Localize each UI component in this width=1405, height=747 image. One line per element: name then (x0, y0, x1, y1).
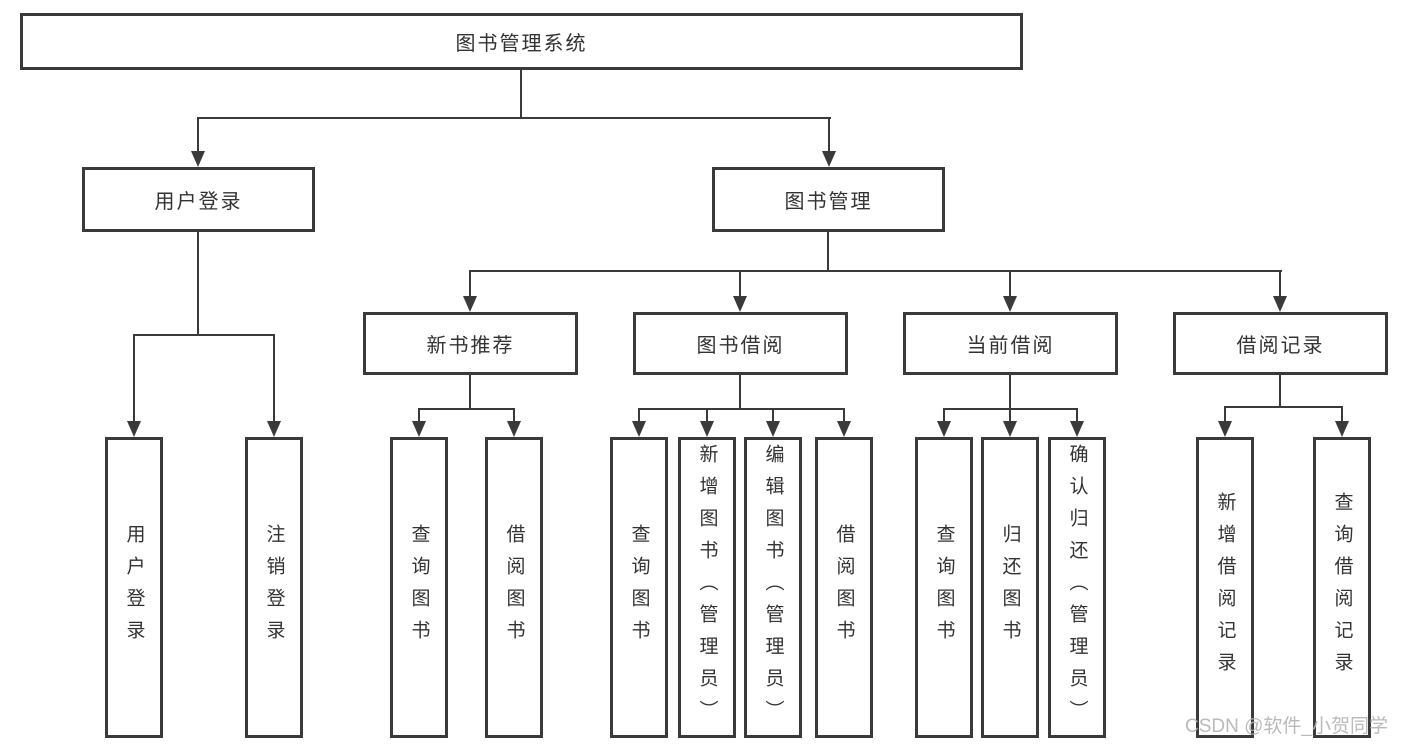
node-user-login-label: 用户登录 (154, 191, 243, 213)
leaf-return-book-label: 归还图书 (999, 523, 1021, 652)
connector-current-trunk (1009, 375, 1011, 410)
csdn-watermark: CSDN @软件_小贺同学 (1185, 716, 1388, 737)
connector-stem-user-login (197, 117, 199, 153)
connector-stem-query-book-1 (418, 408, 420, 423)
leaf-confirm-return-admin: 确认归还（管理员） (1048, 437, 1106, 738)
leaf-borrow-book-recommend-label: 借阅图书 (503, 523, 525, 652)
arrowhead-book-management (822, 151, 836, 167)
arrowhead-confirm-return (1070, 421, 1084, 437)
connector-stem-add-book (706, 408, 708, 423)
leaf-user-login-label: 用户登录 (123, 523, 145, 652)
arrowhead-user-login (191, 151, 205, 167)
connector-stem-user-login-leaf (133, 334, 135, 423)
arrowhead-add-book (700, 421, 714, 437)
connector-root-branch (197, 117, 831, 119)
node-new-book-recommend-label: 新书推荐 (426, 335, 515, 357)
node-user-login: 用户登录 (82, 167, 315, 232)
connector-stem-query-borrow-record (1341, 406, 1343, 423)
arrowhead-logout-leaf (267, 421, 281, 437)
node-book-borrowing: 图书借阅 (633, 312, 848, 375)
connector-stem-current-borrowing (1009, 270, 1011, 298)
leaf-query-borrow-record-label: 查询借阅记录 (1331, 491, 1353, 684)
connector-stem-return-book (1009, 408, 1011, 423)
leaf-borrow-book-borrowing: 借阅图书 (815, 437, 873, 738)
connector-root-trunk (520, 70, 522, 119)
node-current-borrowing: 当前借阅 (903, 312, 1118, 375)
arrowhead-new-book-recommend (463, 296, 477, 312)
leaf-query-book-recommend: 查询图书 (390, 437, 448, 738)
connector-borrowing-branch (638, 408, 844, 410)
arrowhead-add-borrow-record (1218, 421, 1232, 437)
leaf-confirm-return-admin-label: 确认归还（管理员） (1066, 443, 1088, 732)
arrowhead-current-borrowing (1003, 296, 1017, 312)
leaf-edit-book-admin-label: 编辑图书（管理员） (762, 443, 784, 732)
arrowhead-query-borrow-record (1335, 421, 1349, 437)
leaf-logout: 注销登录 (245, 437, 303, 738)
leaf-user-login: 用户登录 (105, 437, 163, 738)
connector-recommend-trunk (469, 375, 471, 410)
arrowhead-borrow-book-1 (507, 421, 521, 437)
arrowhead-borrow-book-2 (837, 421, 851, 437)
arrowhead-edit-book (766, 421, 780, 437)
leaf-query-book-borrowing: 查询图书 (610, 437, 668, 738)
connector-stem-borrow-book-2 (843, 408, 845, 423)
connector-records-trunk (1279, 375, 1281, 408)
connector-records-branch (1224, 406, 1343, 408)
connector-recommend-branch (418, 408, 515, 410)
connector-stem-query-book-3 (943, 408, 945, 423)
node-book-borrowing-label: 图书借阅 (696, 335, 785, 357)
leaf-return-book: 归还图书 (981, 437, 1039, 738)
connector-book-management-trunk (827, 232, 829, 272)
leaf-query-book-borrowing-label: 查询图书 (628, 523, 650, 652)
leaf-query-book-current: 查询图书 (915, 437, 973, 738)
connector-user-login-trunk (197, 232, 199, 336)
connector-stem-new-book-recommend (469, 270, 471, 298)
leaf-query-borrow-record: 查询借阅记录 (1313, 437, 1371, 738)
leaf-logout-label: 注销登录 (263, 523, 285, 652)
connector-stem-borrow-book-1 (513, 408, 515, 423)
connector-stem-edit-book (772, 408, 774, 423)
leaf-add-borrow-record: 新增借阅记录 (1196, 437, 1254, 738)
leaf-add-book-admin-label: 新增图书（管理员） (696, 443, 718, 732)
node-library-system-label: 图书管理系统 (455, 33, 588, 55)
node-borrowing-records-label: 借阅记录 (1236, 335, 1325, 357)
node-new-book-recommend: 新书推荐 (363, 312, 578, 375)
connector-user-login-branch (133, 334, 275, 336)
leaf-edit-book-admin: 编辑图书（管理员） (744, 437, 802, 738)
connector-stem-confirm-return (1076, 408, 1078, 423)
connector-stem-book-management (828, 117, 830, 153)
arrowhead-user-login-leaf (127, 421, 141, 437)
leaf-add-borrow-record-label: 新增借阅记录 (1214, 491, 1236, 684)
connector-stem-borrowing-records (1279, 270, 1281, 298)
arrowhead-borrowing-records (1273, 296, 1287, 312)
leaf-borrow-book-borrowing-label: 借阅图书 (833, 523, 855, 652)
node-book-management: 图书管理 (712, 167, 945, 232)
connector-borrowing-trunk (739, 375, 741, 410)
node-borrowing-records: 借阅记录 (1173, 312, 1388, 375)
node-book-management-label: 图书管理 (784, 191, 873, 213)
leaf-query-book-current-label: 查询图书 (933, 523, 955, 652)
arrowhead-query-book-1 (412, 421, 426, 437)
arrowhead-query-book-2 (632, 421, 646, 437)
arrowhead-query-book-3 (937, 421, 951, 437)
connector-stem-book-borrowing (739, 270, 741, 298)
connector-stem-query-book-2 (638, 408, 640, 423)
arrowhead-book-borrowing (733, 296, 747, 312)
connector-book-management-branch (469, 270, 1282, 272)
connector-stem-logout-leaf (273, 334, 275, 423)
arrowhead-return-book (1003, 421, 1017, 437)
connector-stem-add-borrow-record (1224, 406, 1226, 423)
node-current-borrowing-label: 当前借阅 (966, 335, 1055, 357)
leaf-add-book-admin: 新增图书（管理员） (678, 437, 736, 738)
node-library-system: 图书管理系统 (20, 13, 1023, 70)
leaf-query-book-recommend-label: 查询图书 (408, 523, 430, 652)
leaf-borrow-book-recommend: 借阅图书 (485, 437, 543, 738)
